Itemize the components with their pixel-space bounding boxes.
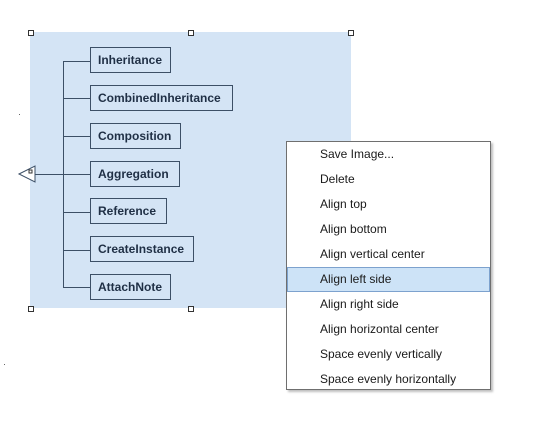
selection-handle-top-right[interactable] (348, 30, 354, 36)
connector-branch-line (63, 98, 91, 99)
stray-dot (4, 364, 5, 365)
menu-item-align-vertical-center[interactable]: Align vertical center (320, 247, 425, 261)
connector-branch-line (63, 250, 91, 251)
connector-branch-line (63, 212, 91, 213)
node-combined-inheritance[interactable]: CombinedInheritance (90, 85, 233, 111)
context-menu: Save Image... Delete Align top Align bot… (286, 141, 491, 390)
connector-branch-line (63, 61, 91, 62)
stray-dot (19, 114, 20, 115)
menu-item-align-bottom[interactable]: Align bottom (320, 222, 387, 236)
connector-branch-line (63, 174, 91, 175)
menu-item-save-image[interactable]: Save Image... (320, 147, 395, 161)
node-composition[interactable]: Composition (90, 123, 181, 149)
selection-handle-bottom-middle[interactable] (188, 306, 194, 312)
node-create-instance[interactable]: CreateInstance (90, 236, 194, 262)
connector-branch-line (63, 287, 91, 288)
selection-handle-top-middle[interactable] (188, 30, 194, 36)
node-inheritance[interactable]: Inheritance (90, 47, 171, 73)
menu-item-align-left-side[interactable]: Align left side (287, 267, 490, 292)
node-reference[interactable]: Reference (90, 198, 167, 224)
menu-item-align-right-side[interactable]: Align right side (320, 297, 399, 311)
selection-handle-top-left[interactable] (28, 30, 34, 36)
connector-branch-line (63, 136, 91, 137)
selection-handle-bottom-left[interactable] (28, 306, 34, 312)
inheritance-arrow-icon[interactable] (17, 164, 39, 186)
menu-item-space-evenly-horizontally[interactable]: Space evenly horizontally (320, 372, 457, 386)
node-aggregation[interactable]: Aggregation (90, 161, 180, 187)
menu-item-delete[interactable]: Delete (320, 172, 355, 186)
menu-item-align-horizontal-center[interactable]: Align horizontal center (320, 322, 439, 336)
connector-stem-line (35, 174, 63, 175)
menu-item-space-evenly-vertically[interactable]: Space evenly vertically (320, 347, 443, 361)
node-attach-note[interactable]: AttachNote (90, 274, 171, 300)
menu-item-align-top[interactable]: Align top (320, 197, 367, 211)
